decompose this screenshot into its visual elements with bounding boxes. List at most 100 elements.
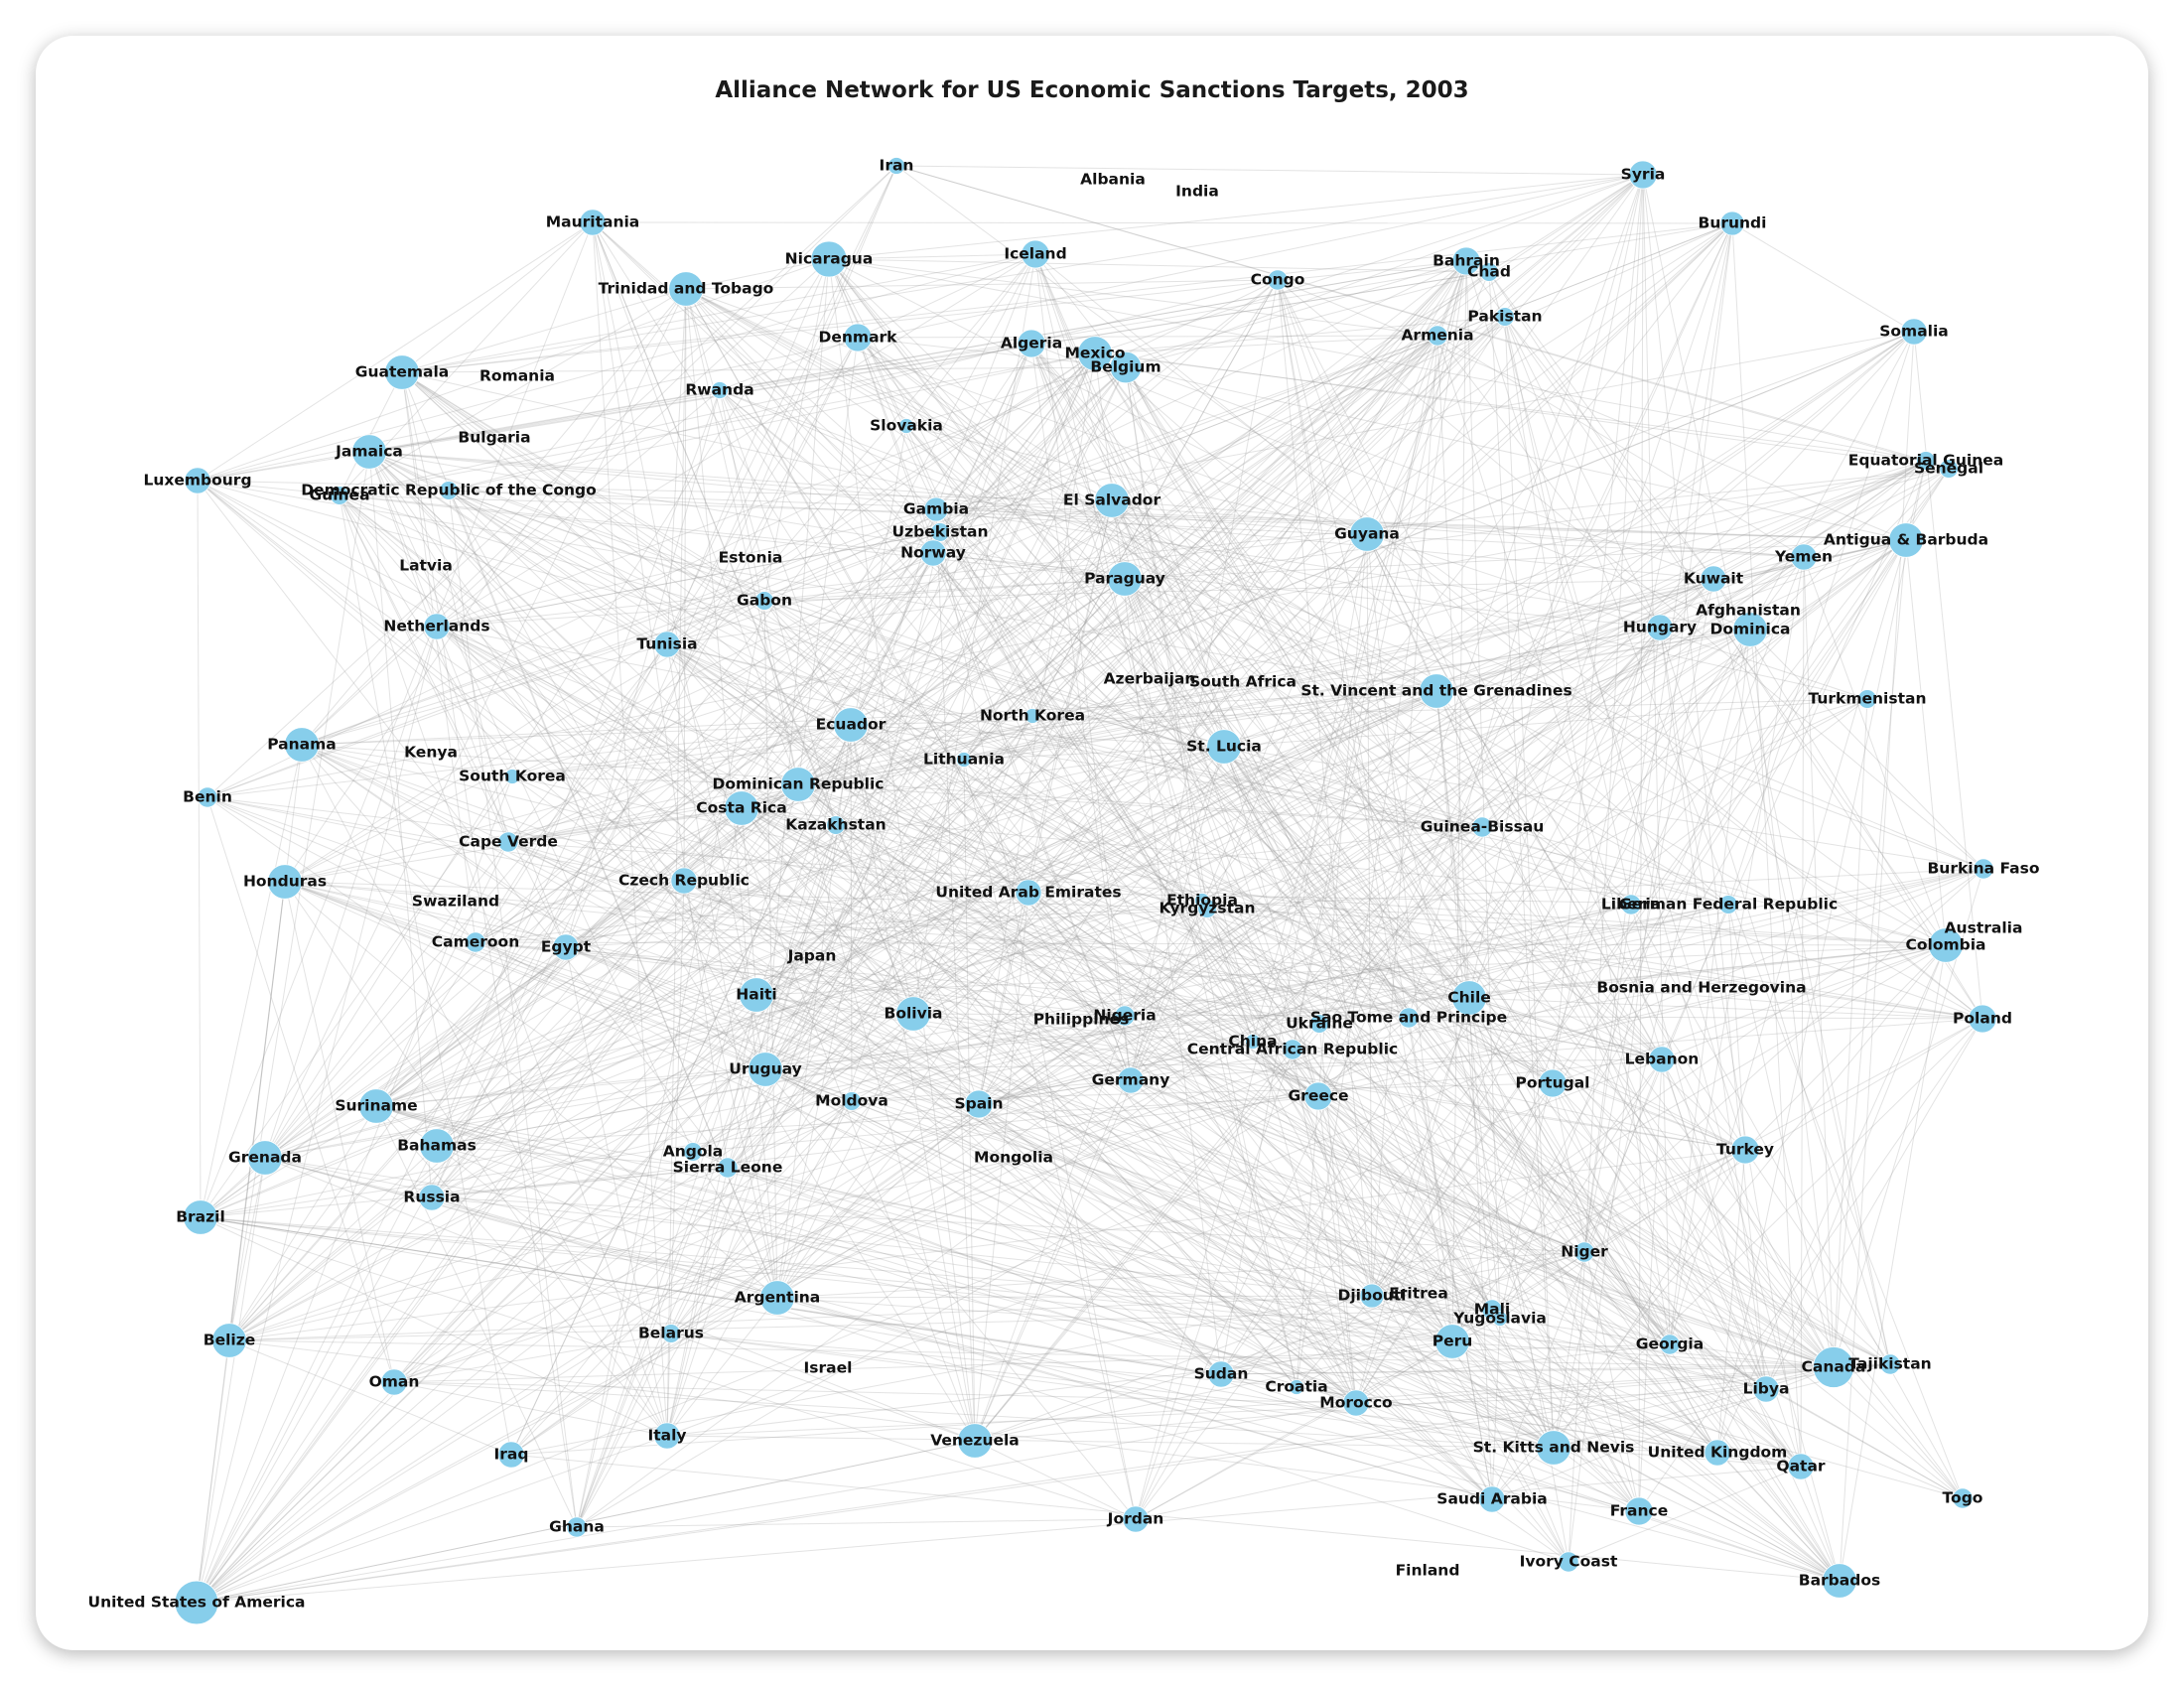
node-georgia[interactable] (1659, 1334, 1681, 1355)
node-st-lucia[interactable] (1206, 729, 1242, 765)
node-trinidad-and-tobago[interactable] (668, 271, 704, 307)
node-ukraine[interactable] (1309, 1014, 1329, 1034)
node-south-korea[interactable] (504, 769, 520, 784)
node-sudan[interactable] (1207, 1360, 1235, 1388)
node-cameroon[interactable] (465, 931, 486, 953)
node-uruguay[interactable] (748, 1052, 783, 1087)
node-dominica[interactable] (1732, 612, 1768, 647)
node-bahrain[interactable] (1451, 246, 1481, 276)
node-united-arab-emirates[interactable] (1015, 879, 1042, 907)
node-libya[interactable] (1752, 1375, 1780, 1403)
node-niger[interactable] (1573, 1241, 1595, 1263)
node-burkina-faso[interactable] (1973, 858, 1994, 880)
node-haiti[interactable] (739, 977, 774, 1013)
node-brazil[interactable] (183, 1199, 218, 1235)
node-north-korea[interactable] (1024, 708, 1040, 724)
node-panama[interactable] (284, 727, 320, 763)
node-lebanon[interactable] (1648, 1046, 1676, 1073)
node-pakistan[interactable] (1495, 307, 1515, 327)
node-ecuador[interactable] (833, 707, 869, 743)
node-qatar[interactable] (1787, 1453, 1815, 1480)
node-united-kingdom[interactable] (1704, 1439, 1731, 1467)
node-united-states-of-america[interactable] (174, 1580, 219, 1625)
node-cape-verde[interactable] (497, 831, 519, 853)
node-congo[interactable] (1267, 269, 1289, 291)
node-denmark[interactable] (843, 323, 873, 352)
node-guinea[interactable] (330, 486, 349, 505)
node-spain[interactable] (964, 1089, 994, 1119)
node-china[interactable] (1245, 1034, 1261, 1050)
node-burundi[interactable] (1719, 211, 1745, 236)
node-canada[interactable] (1813, 1346, 1854, 1388)
node-grenada[interactable] (247, 1140, 283, 1176)
node-jamaica[interactable] (351, 434, 387, 470)
node-kazakhstan[interactable] (826, 815, 846, 835)
node-jordan[interactable] (1122, 1505, 1150, 1533)
node-kyrgyzstan[interactable] (1197, 899, 1217, 918)
node-gambia[interactable] (923, 496, 949, 522)
node-bolivia[interactable] (895, 996, 931, 1032)
node-senegal[interactable] (1939, 459, 1959, 479)
node-armenia[interactable] (1427, 325, 1448, 347)
node-dominican-republic[interactable] (780, 767, 816, 802)
node-turkey[interactable] (1730, 1135, 1760, 1165)
node-norway[interactable] (919, 539, 947, 567)
node-gabon[interactable] (754, 591, 774, 611)
node-iraq[interactable] (497, 1441, 525, 1469)
node-yugoslavia[interactable] (1492, 1311, 1508, 1327)
node-paraguay[interactable] (1107, 561, 1143, 597)
node-angola[interactable] (683, 1142, 703, 1162)
node-suriname[interactable] (358, 1088, 394, 1124)
node-chile[interactable] (1451, 980, 1487, 1016)
node-mauritania[interactable] (579, 209, 607, 236)
node-equatorial-guinea[interactable] (1916, 451, 1936, 471)
node-italy[interactable] (653, 1422, 681, 1450)
node-somalia[interactable] (1900, 318, 1928, 346)
node-algeria[interactable] (1017, 329, 1046, 358)
node-syria[interactable] (1628, 160, 1658, 190)
node-liberia[interactable] (1620, 894, 1642, 915)
node-moldova[interactable] (842, 1091, 862, 1111)
node-portugal[interactable] (1538, 1068, 1568, 1098)
node-st-kitts-and-nevis[interactable] (1536, 1430, 1571, 1466)
node-tunisia[interactable] (653, 631, 681, 658)
node-bahamas[interactable] (419, 1128, 455, 1164)
node-netherlands[interactable] (423, 613, 451, 640)
node-st-vincent-and-the-grenadines[interactable] (1419, 673, 1454, 709)
node-ghana[interactable] (566, 1516, 588, 1538)
node-togo[interactable] (1952, 1487, 1974, 1509)
node-democratic-republic-of-the-congo[interactable] (439, 481, 459, 500)
node-turkmenistan[interactable] (1857, 689, 1877, 709)
node-el-salvador[interactable] (1094, 483, 1130, 518)
node-barbados[interactable] (1822, 1563, 1857, 1599)
node-sierra-leone[interactable] (717, 1157, 739, 1179)
node-argentina[interactable] (759, 1280, 795, 1316)
node-lithuania[interactable] (956, 752, 972, 768)
node-kuwait[interactable] (1700, 565, 1727, 593)
node-egypt[interactable] (552, 933, 580, 961)
node-iceland[interactable] (1021, 239, 1050, 269)
node-oman[interactable] (380, 1368, 408, 1396)
node-luxembourg[interactable] (184, 467, 211, 494)
node-guatemala[interactable] (384, 354, 420, 390)
node-saudi-arabia[interactable] (1478, 1485, 1506, 1513)
node-german-federal-republic[interactable] (1718, 895, 1738, 914)
node-nicaragua[interactable] (810, 240, 848, 278)
node-mexico[interactable] (1077, 336, 1113, 371)
node-chad[interactable] (1479, 262, 1499, 282)
node-croatia[interactable] (1289, 1379, 1304, 1395)
node-venezuela[interactable] (957, 1423, 993, 1459)
node-morocco[interactable] (1342, 1389, 1370, 1417)
node-peru[interactable] (1434, 1324, 1470, 1359)
node-czech-republic[interactable] (670, 867, 698, 895)
node-guyana[interactable] (1349, 516, 1385, 552)
node-nigeria[interactable] (1114, 1005, 1136, 1027)
node-ivory-coast[interactable] (1558, 1551, 1579, 1573)
node-antigua-barbuda[interactable] (1888, 522, 1924, 558)
node-slovakia[interactable] (898, 418, 914, 434)
node-belize[interactable] (211, 1323, 247, 1358)
node-honduras[interactable] (267, 864, 303, 900)
node-belgium[interactable] (1109, 351, 1143, 384)
node-yemen[interactable] (1790, 543, 1818, 571)
node-germany[interactable] (1117, 1066, 1145, 1094)
